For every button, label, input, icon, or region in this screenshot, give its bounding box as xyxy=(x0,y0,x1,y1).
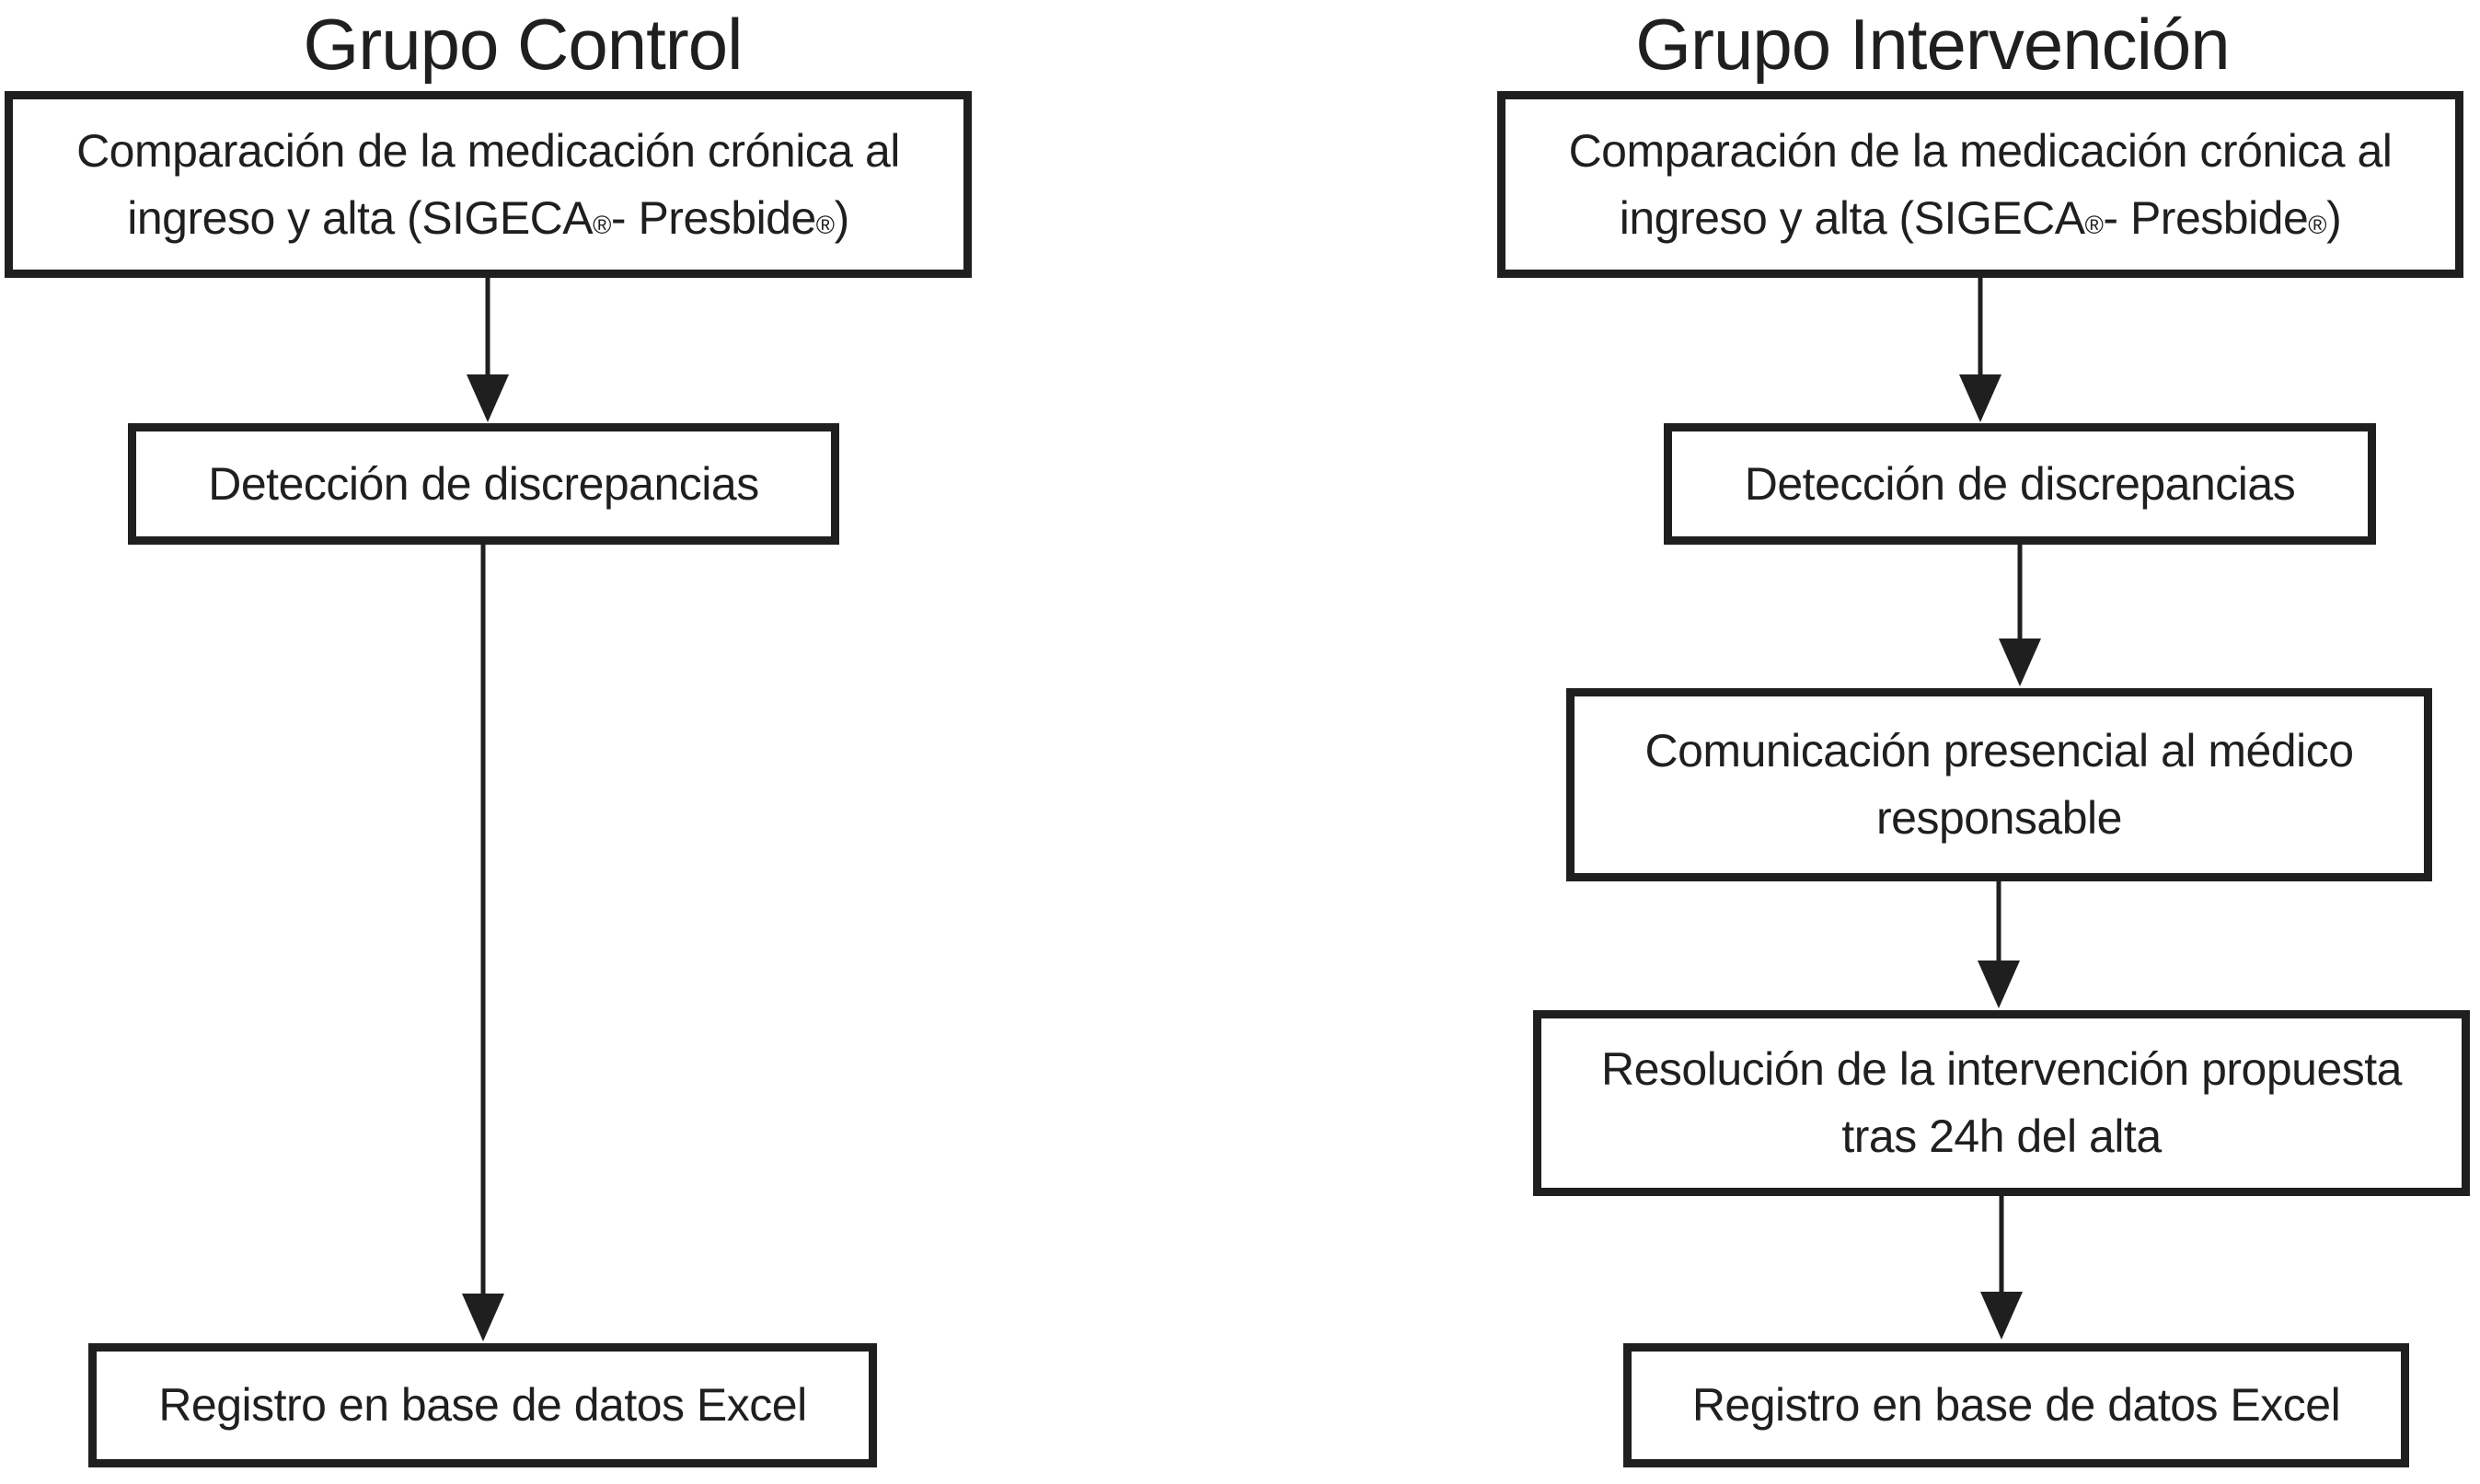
arrow-intervencion-step3-step4 xyxy=(1978,881,2020,1008)
arrow-control-step2-step3 xyxy=(462,545,504,1341)
box-text: Detección de discrepancias xyxy=(208,457,759,510)
box-text: Registro en base de datos Excel xyxy=(158,1379,807,1431)
box-text: Comunicación presencial al médico respon… xyxy=(1644,725,2355,844)
box-text: Comparación de la medicación crónica al … xyxy=(1568,124,2393,244)
box-comparacion-medicacion-intervencion: Comparación de la medicación crónica al … xyxy=(1497,91,2463,278)
box-text: Comparación de la medicación crónica al … xyxy=(76,124,900,244)
box-registro-excel-control: Registro en base de datos Excel xyxy=(88,1343,877,1467)
arrow-intervencion-step1-step2 xyxy=(1959,276,2001,422)
arrowhead-icon xyxy=(1999,638,2041,686)
arrowhead-icon xyxy=(467,374,509,422)
arrowhead-icon xyxy=(462,1294,504,1341)
arrow-intervencion-step2-step3 xyxy=(1999,545,2041,686)
column-title-intervencion: Grupo Intervención xyxy=(1635,4,2230,85)
box-deteccion-discrepancias-control: Detección de discrepancias xyxy=(128,423,839,545)
box-registro-excel-intervencion: Registro en base de datos Excel xyxy=(1623,1343,2409,1467)
arrowhead-icon xyxy=(1959,374,2001,422)
box-text: Detección de discrepancias xyxy=(1744,457,2296,510)
arrowhead-icon xyxy=(1980,1292,2023,1340)
box-comunicacion-medico: Comunicación presencial al médico respon… xyxy=(1566,688,2432,881)
arrowhead-icon xyxy=(1978,961,2020,1008)
box-resolucion-intervencion: Resolución de la intervención propuesta … xyxy=(1533,1010,2470,1196)
box-text: Resolución de la intervención propuesta … xyxy=(1601,1043,2402,1162)
box-text: Registro en base de datos Excel xyxy=(1691,1379,2341,1431)
box-deteccion-discrepancias-intervencion: Detección de discrepancias xyxy=(1664,423,2376,545)
box-comparacion-medicacion-control: Comparación de la medicación crónica al … xyxy=(5,91,972,278)
arrow-intervencion-step4-step5 xyxy=(1980,1189,2023,1340)
arrow-control-step1-step2 xyxy=(467,278,509,422)
column-title-control: Grupo Control xyxy=(303,4,744,85)
